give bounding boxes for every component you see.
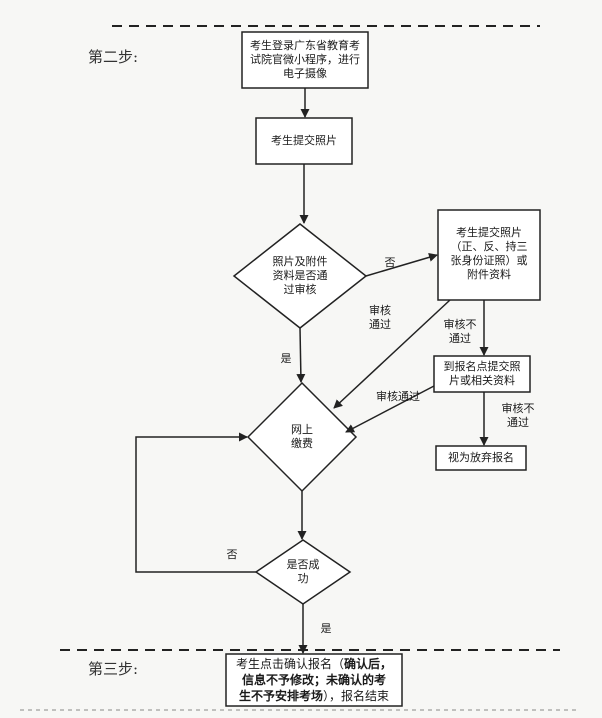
edge-label-pass-2: 审核通过 (376, 390, 420, 403)
submit-photo-label: 考生提交照片 (271, 134, 337, 147)
arrow-review-to-pay (296, 327, 306, 383)
confirm-prefix: 考生点击确认报名（ (235, 657, 344, 671)
login-box (241, 31, 369, 89)
abandon-label: 视为放弃报名 (448, 451, 514, 464)
pay-success-label: 是否成 功 (286, 558, 320, 585)
pay-label: 网上 缴费 (291, 423, 313, 450)
resubmit-label: 考生提交照片 （正、反、持三 张身份证照）或 附件资料 (450, 226, 528, 281)
edge-label-pass-1: 审核 通过 (369, 304, 391, 331)
confirm-box (225, 653, 403, 707)
edge-label-fail-2: 审核不 通过 (501, 402, 535, 429)
arrow-success-no-loop (135, 432, 256, 573)
edge-label-yes-2: 是 (320, 622, 332, 635)
edge-label-fail-1: 审核不 通过 (443, 318, 477, 345)
onsite-box (433, 355, 531, 393)
onsite-label: 到报名点提交照 片或相关资料 (443, 360, 521, 387)
step2-heading: 第二步: (88, 48, 139, 66)
login-label: 考生登录广东省教育考 试院官微小程序，进行 电子摄像 (250, 39, 360, 80)
arrow-resubmit-to-pay (333, 299, 451, 409)
step3-heading: 第三步: (88, 660, 139, 678)
abandon-box (435, 445, 527, 471)
edge-label-no-1: 否 (384, 256, 396, 269)
arrow-onsite-to-pay (345, 385, 435, 433)
review-decision-label: 照片及附件 资料是否通 过审核 (272, 255, 328, 296)
arrow-review-to-resubmit (365, 252, 438, 277)
confirm-suffix: ），报名结束 (323, 689, 390, 703)
confirm-bold: 确认后， 信息不予修改；未确认的考 生不予安排考场 (238, 657, 393, 703)
resubmit-box (437, 209, 541, 301)
edge-label-no-2: 否 (226, 548, 238, 561)
edge-label-yes-1: 是 (280, 352, 292, 365)
confirm-label: 考生点击确认报名（确认后， 信息不予修改；未确认的考 生不予安排考场），报名结束 (226, 656, 402, 704)
